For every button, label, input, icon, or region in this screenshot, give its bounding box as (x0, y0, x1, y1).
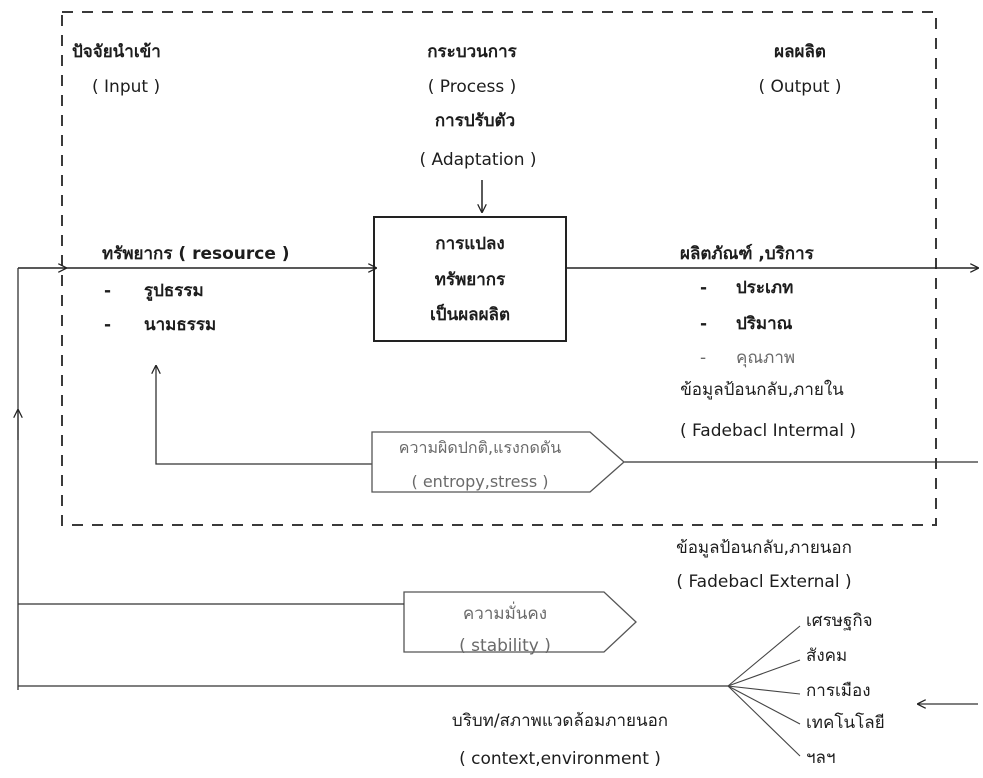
output-item-quality: คุณภาพ (736, 348, 796, 368)
feedback-external-label: ข้อมูลป้อนกลับ,ภายนอก (676, 538, 852, 558)
process-box-line-3: เป็นผลผลิต (429, 305, 511, 325)
fan-politics (727, 685, 801, 695)
output-item-quantity: ปริมาณ (736, 314, 793, 334)
fan-etc (727, 685, 801, 757)
adaptation-heading: การปรับตัว (434, 111, 516, 131)
resource-label: ทรัพยากร ( resource ) (102, 244, 290, 264)
factor-etc: ฯลฯ (806, 748, 836, 768)
process-heading-en: ( Process ) (427, 77, 517, 97)
output-bullet-1: - (700, 278, 708, 298)
context-label-en: ( context,environment ) (459, 749, 661, 769)
feedback-external-label-en: ( Fadebacl External ) (676, 572, 852, 592)
process-box (373, 216, 567, 342)
output-item-type: ประเภท (736, 278, 794, 298)
output-heading-en: ( Output ) (758, 77, 842, 97)
resource-bullet-1: - (104, 281, 112, 301)
entropy-label-en: ( entropy,stress ) (411, 472, 549, 491)
factor-politics: การเมือง (806, 681, 871, 701)
context-label: บริบท/สภาพแวดล้อมภายนอก (451, 711, 669, 731)
process-heading: กระบวนการ (427, 42, 517, 62)
feedback-internal-label-en: ( Fadebacl Intermal ) (680, 421, 856, 441)
fan-society (727, 659, 801, 687)
resource-item-abstract: นามธรรม (144, 315, 217, 335)
factor-economy: เศรษฐกิจ (806, 611, 873, 631)
resource-item-concrete: รูปธรรม (144, 281, 204, 301)
internal-feedback-return (156, 366, 372, 465)
process-box-line-1: การแปลง (435, 234, 505, 254)
fan-technology (727, 685, 801, 725)
stability-label: ความมั่นคง (462, 604, 548, 624)
fan-economy (727, 625, 801, 687)
resource-bullet-2: - (104, 315, 112, 335)
entropy-box (371, 431, 625, 493)
stability-box (403, 591, 637, 653)
feedback-internal-label: ข้อมูลป้อนกลับ,ภายใน (680, 380, 844, 400)
products-label: ผลิตภัณฑ์ ,บริการ (680, 244, 814, 264)
factor-society: สังคม (806, 646, 848, 666)
stability-label-en: ( stability ) (459, 636, 551, 656)
input-heading: ปัจจัยนำเข้า (72, 42, 161, 62)
input-heading-en: ( Input ) (92, 77, 161, 97)
process-box-line-2: ทรัพยากร (434, 270, 506, 290)
factor-technology: เทคโนโลยี (806, 713, 885, 733)
output-bullet-2: - (700, 314, 708, 334)
adaptation-heading-en: ( Adaptation ) (419, 150, 537, 170)
output-bullet-3: - (700, 348, 707, 368)
entropy-label: ความผิดปกติ,แรงกดดัน (398, 438, 562, 457)
output-heading: ผลผลิต (774, 42, 826, 62)
